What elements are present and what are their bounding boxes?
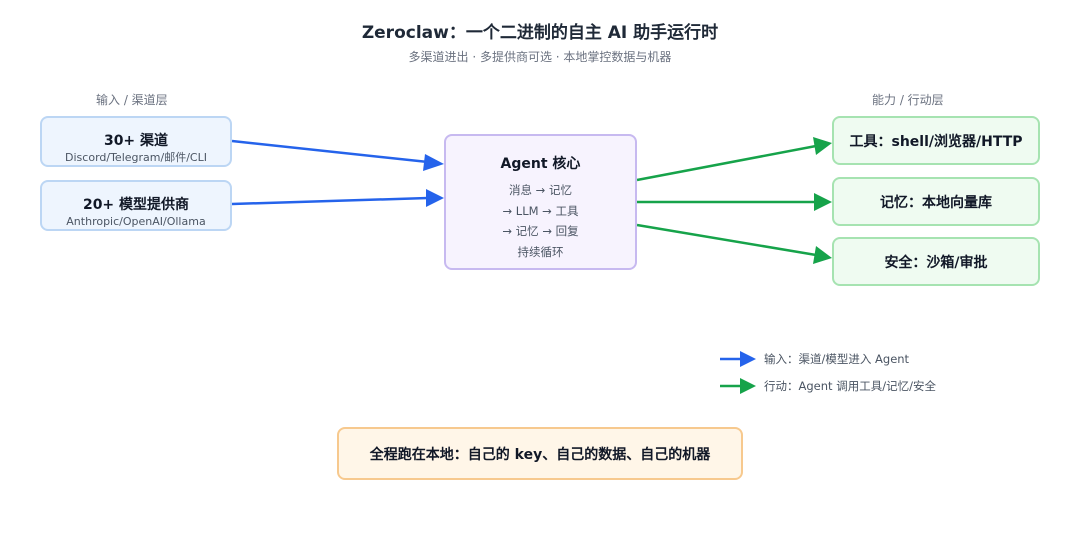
input-box-channels: 30+ 渠道 Discord/Telegram/邮件/CLI — [40, 116, 232, 167]
input-box-title: 20+ 模型提供商 — [82, 197, 190, 213]
legend-item-input: 输入：渠道/模型进入 Agent — [720, 350, 909, 368]
input-box-providers: 20+ 模型提供商 Anthropic/OpenAI/Ollama — [40, 180, 232, 231]
output-box-label: 工具：shell/浏览器/HTTP — [849, 133, 1023, 150]
input-box-subtitle: Discord/Telegram/邮件/CLI — [65, 151, 207, 164]
agent-core-box: Agent 核心 消息 → 记忆 → LLM → 工具 → 记忆 → 回复 持续… — [444, 134, 637, 270]
agent-core-step: → 记忆 → 回复 — [502, 224, 579, 238]
output-box-tools: 工具：shell/浏览器/HTTP — [832, 116, 1040, 165]
output-box-security: 安全：沙箱/审批 — [832, 237, 1040, 286]
legend-input-arrow — [720, 351, 756, 367]
action-arrow-tools — [636, 137, 832, 182]
agent-core-title: Agent 核心 — [500, 156, 581, 172]
output-box-label: 安全：沙箱/审批 — [884, 254, 988, 271]
agent-core-step: 消息 → 记忆 — [509, 183, 572, 197]
agent-core-step: → LLM → 工具 — [502, 203, 579, 218]
output-box-memory: 记忆：本地向量库 — [832, 177, 1040, 226]
footer-text: 全程跑在本地：自己的 key、自己的数据、自己的机器 — [369, 446, 711, 463]
action-layer-label: 能力 / 行动层 — [872, 93, 944, 107]
output-box-label: 记忆：本地向量库 — [880, 194, 992, 211]
input-box-subtitle: Anthropic/OpenAI/Ollama — [66, 215, 206, 228]
legend-item-action: 行动：Agent 调用工具/记忆/安全 — [720, 377, 936, 395]
page-title: Zeroclaw：一个二进制的自主 AI 助手运行时 — [361, 23, 719, 43]
action-arrow-security — [636, 223, 832, 264]
input-arrow-providers — [231, 189, 444, 207]
action-arrow-memory — [637, 193, 832, 211]
input-box-title: 30+ 渠道 — [103, 133, 169, 149]
legend-action-arrow — [720, 378, 756, 394]
page-subtitle: 多渠道进出 · 多提供商可选 · 本地掌控数据与机器 — [408, 50, 672, 64]
input-arrow-channels — [231, 139, 444, 171]
agent-core-step: 持续循环 — [517, 244, 564, 259]
legend-text: 输入：渠道/模型进入 Agent — [764, 352, 910, 366]
input-layer-label: 输入 / 渠道层 — [96, 93, 168, 107]
footer-box: 全程跑在本地：自己的 key、自己的数据、自己的机器 — [337, 427, 743, 480]
legend-text: 行动：Agent 调用工具/记忆/安全 — [764, 379, 936, 393]
